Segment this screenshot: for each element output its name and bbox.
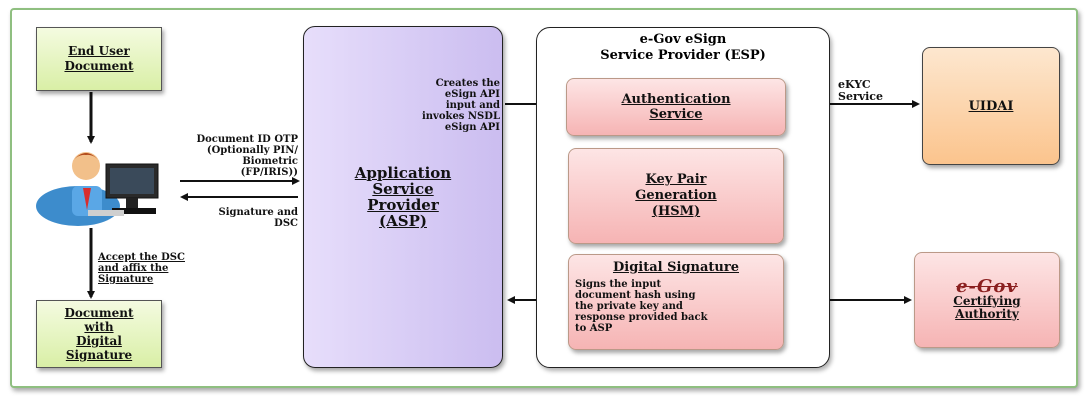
label-accept-dsc: Accept the DSC and affix the Signature — [98, 252, 185, 285]
certifying-authority-label: Certifying Authority — [953, 293, 1021, 321]
digital-signature-box: Digital Signature Signs the input docume… — [568, 254, 784, 350]
end-user-document-box: End User Document — [36, 27, 162, 91]
label-signature-dsc: Signature and DSC — [218, 207, 298, 229]
e-gov-logo: e-Gov — [956, 275, 1018, 297]
uidai-label: UIDAI — [968, 98, 1014, 114]
user-computer-icon — [36, 152, 159, 226]
key-pair-generation-box: Key Pair Generation (HSM) — [568, 148, 784, 244]
uidai-box: UIDAI — [922, 47, 1060, 165]
asp-box: Application Service Provider (ASP) — [303, 26, 503, 368]
end-user-document-label: End User Document — [64, 44, 134, 73]
label-ekyc-service: eKYC Service — [838, 78, 884, 103]
document-with-signature-box: Document with Digital Signature — [36, 300, 162, 368]
label-document-id-otp: Document ID OTP (Optionally PIN/ Biometr… — [196, 134, 298, 178]
asp-label: Application Service Provider (ASP) — [354, 164, 452, 230]
certifying-authority-box: e-Gov Certifying Authority — [914, 252, 1060, 348]
authentication-service-box: Authentication Service — [566, 78, 786, 136]
document-with-signature-label: Document with Digital Signature — [64, 306, 134, 362]
key-pair-generation-label: Key Pair Generation (HSM) — [635, 172, 717, 219]
digital-signature-title: Digital Signature — [612, 260, 739, 275]
authentication-service-label: Authentication Service — [621, 92, 731, 122]
esp-title: e-Gov eSign Service Provider (ESP) — [600, 32, 766, 63]
label-creates-api: Creates the eSign API input and invokes … — [421, 78, 500, 133]
digital-signature-desc: Signs the input document hash using the … — [575, 279, 708, 334]
